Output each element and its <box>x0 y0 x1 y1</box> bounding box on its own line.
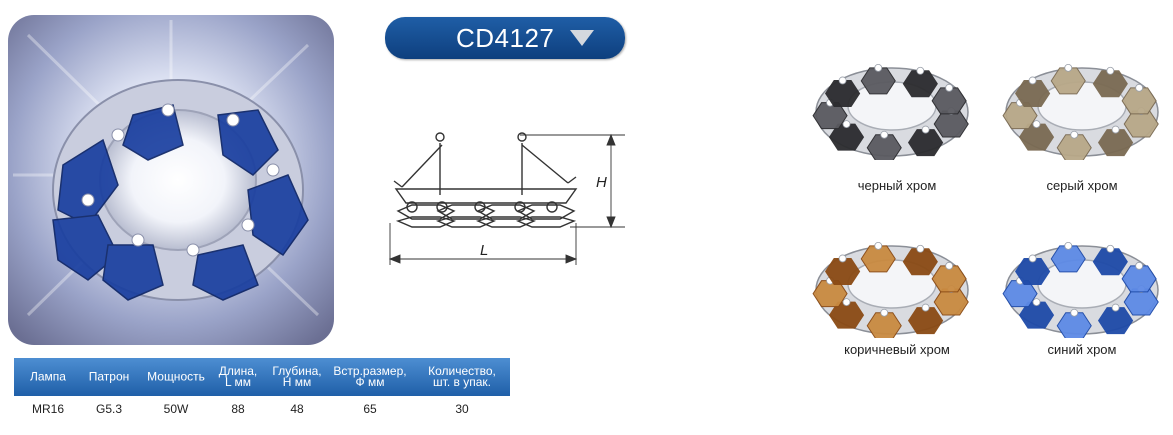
crystal <box>1121 265 1157 293</box>
crystal <box>1092 70 1128 98</box>
bead <box>1032 298 1041 307</box>
cell-quantity: 30 <box>455 402 469 416</box>
crystal <box>1050 67 1086 95</box>
crystal <box>1015 79 1051 107</box>
crystal <box>860 67 896 95</box>
crystal <box>1056 312 1092 338</box>
bead <box>874 241 883 250</box>
bead <box>1064 63 1073 72</box>
crystal <box>1092 248 1128 276</box>
model-header: CD4127 <box>385 17 625 59</box>
cell-cutout: 65 <box>363 402 377 416</box>
crystal <box>931 265 967 293</box>
variant-image <box>812 241 969 338</box>
bead <box>842 120 851 129</box>
variant-image <box>812 63 969 160</box>
crystal <box>931 87 967 115</box>
crystal <box>1015 257 1051 285</box>
header-cell: Длина,L мм <box>218 364 258 389</box>
bead <box>1064 241 1073 250</box>
crystal <box>1097 307 1134 335</box>
variant-image <box>1002 63 1159 160</box>
height-label: H <box>596 174 607 191</box>
header-cell: Глубина,H мм <box>272 364 322 389</box>
bead <box>1028 76 1037 85</box>
bead <box>1111 303 1120 312</box>
variant-image <box>1002 241 1159 338</box>
bead <box>880 308 889 317</box>
cell-lamp: MR16 <box>31 402 65 416</box>
crystal <box>907 307 944 335</box>
bead <box>1111 125 1120 134</box>
variant-label: синий хром <box>1047 342 1117 357</box>
variant-label: серый хром <box>1046 178 1118 193</box>
bead <box>921 125 930 134</box>
bead <box>921 303 930 312</box>
bead <box>1135 83 1144 92</box>
product-photo <box>8 15 334 345</box>
header-cell: Мощность <box>147 369 205 384</box>
crystal <box>825 257 861 285</box>
crystal <box>1121 87 1157 115</box>
bead <box>838 254 847 263</box>
crystal <box>866 134 902 160</box>
crystal <box>1056 134 1092 160</box>
bead <box>1070 130 1079 139</box>
crystal <box>1002 102 1038 130</box>
bead <box>880 130 889 139</box>
crystal <box>812 280 848 308</box>
bead <box>1106 244 1115 253</box>
cell-socket: G5.3 <box>95 402 123 416</box>
triangle-down-icon <box>570 30 595 46</box>
crystal <box>1002 280 1038 308</box>
bead <box>1135 261 1144 270</box>
header-cell: Лампа <box>30 369 66 384</box>
variant-label: черный хром <box>857 178 937 193</box>
variant-label: коричневый хром <box>844 342 950 357</box>
cell-power: 50W <box>163 402 189 416</box>
spec-table-row: MR16 G5.3 50W 88 48 65 30 <box>14 402 510 420</box>
bead <box>838 76 847 85</box>
header-cell: Патрон <box>88 369 130 384</box>
bead <box>916 66 925 75</box>
crystal <box>866 312 902 338</box>
header-cell: Встр.размер,Ф мм <box>333 364 407 389</box>
crystal <box>1097 129 1134 157</box>
length-label: L <box>480 242 488 259</box>
header-cell: Количество,шт. в упак. <box>428 364 496 389</box>
model-code: CD4127 <box>456 22 555 53</box>
crystal <box>1050 245 1086 273</box>
spec-table-header: Лампа Патрон Мощность Длина,L мм Глубина… <box>14 358 510 396</box>
crystal <box>902 70 938 98</box>
bead <box>1070 308 1079 317</box>
crystal <box>825 79 861 107</box>
bead <box>916 244 925 253</box>
cell-length: 88 <box>231 402 245 416</box>
bead <box>945 83 954 92</box>
bead <box>1106 66 1115 75</box>
bead <box>874 63 883 72</box>
cell-depth: 48 <box>290 402 304 416</box>
crystal <box>812 102 848 130</box>
crystal <box>907 129 944 157</box>
bead <box>945 261 954 270</box>
crystal <box>902 248 938 276</box>
crystal <box>860 245 896 273</box>
bead <box>1028 254 1037 263</box>
bead <box>842 298 851 307</box>
bead <box>1032 120 1041 129</box>
dimension-drawing: H L <box>388 132 625 265</box>
